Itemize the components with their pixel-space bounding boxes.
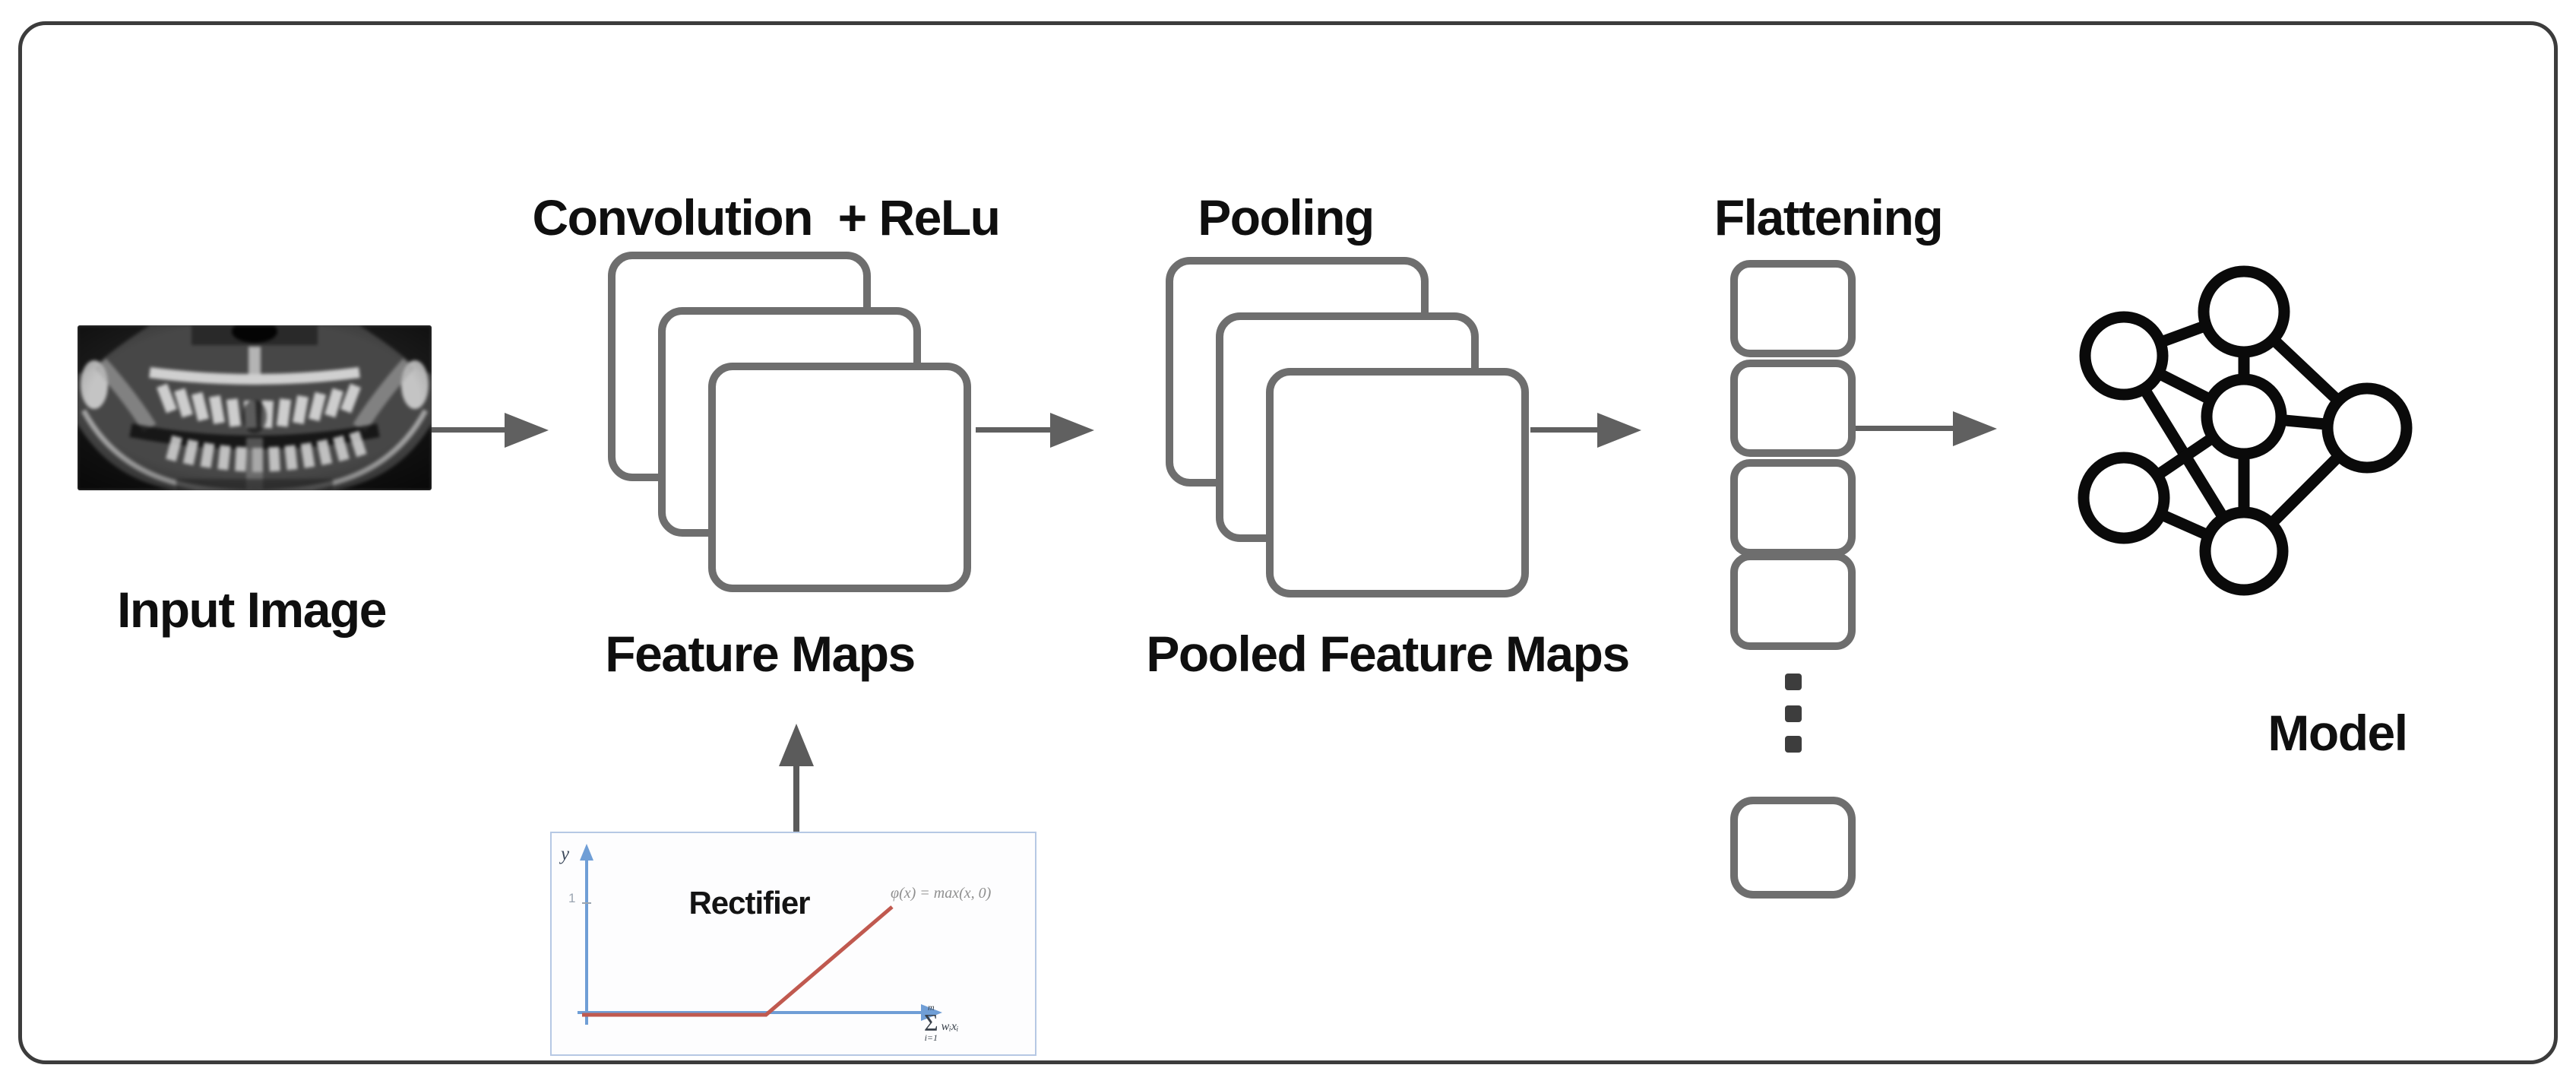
y-axis xyxy=(580,844,593,1025)
sum-terms: wᵢxᵢ xyxy=(941,1020,959,1034)
sum-upper-limit: m xyxy=(927,1002,935,1013)
neural-network-graph-icon xyxy=(2078,265,2413,596)
flatten-cell-3 xyxy=(1730,459,1856,556)
x-axis-sum-label: m Σ i=1 wᵢxᵢ xyxy=(924,1003,958,1041)
rectifier-title: Rectifier xyxy=(688,885,810,921)
pooled-feature-maps-label: Pooled Feature Maps xyxy=(1146,626,1630,682)
flatten-cell-4 xyxy=(1730,553,1856,650)
pooled-map-sheet-front xyxy=(1266,368,1529,597)
x-axis xyxy=(578,1004,942,1021)
rectifier-plot: y 1 Rectifier φ(x) = max(x, 0) m Σ i=1 w… xyxy=(550,832,1036,1056)
dental-xray-graphic xyxy=(78,325,432,490)
y-axis-tick-label: 1 xyxy=(568,891,576,905)
feature-maps-label: Feature Maps xyxy=(605,626,916,682)
arrow-shaft xyxy=(976,427,1050,433)
convolution-relu-title: Convolution + ReLu xyxy=(532,189,1001,246)
ellipsis-dot xyxy=(1785,674,1802,690)
network-nodes xyxy=(2078,265,2413,596)
flatten-cell-last xyxy=(1730,797,1856,899)
arrow-shaft xyxy=(432,427,506,433)
arrow-head xyxy=(1597,413,1641,448)
input-image-label: Input Image xyxy=(117,582,387,638)
feature-map-sheet-front xyxy=(708,363,971,592)
arrow-shaft xyxy=(1856,426,1953,431)
network-node xyxy=(2079,311,2169,401)
up-arrow-shaft xyxy=(793,766,799,833)
network-node xyxy=(2199,506,2289,596)
arrow-shaft xyxy=(1530,427,1597,433)
flattening-title: Flattening xyxy=(1714,189,1944,246)
network-node xyxy=(2321,382,2413,474)
sum-lower-limit: i=1 xyxy=(924,1032,938,1043)
relu-formula: φ(x) = max(x, 0) xyxy=(891,885,992,902)
relu-curve xyxy=(582,905,894,1017)
flatten-cell-2 xyxy=(1730,360,1856,457)
network-node xyxy=(2198,265,2290,358)
pooling-title: Pooling xyxy=(1198,189,1375,246)
sigma-symbol: Σ xyxy=(924,1008,938,1036)
ellipsis-dot xyxy=(1785,736,1802,753)
arrow-head xyxy=(1953,411,1997,446)
rectifier-axes-graphic xyxy=(578,844,942,1025)
arrow-head xyxy=(505,413,549,448)
arrow-head xyxy=(1050,413,1094,448)
up-arrow-head xyxy=(779,724,814,766)
network-node xyxy=(2078,452,2170,544)
ellipsis-dot xyxy=(1785,705,1802,722)
sigma-stack: m Σ i=1 xyxy=(924,1003,938,1041)
input-xray-image xyxy=(78,325,432,490)
network-node xyxy=(2201,373,2287,460)
model-label: Model xyxy=(2267,705,2408,761)
flatten-cell-1 xyxy=(1730,260,1856,357)
y-axis-label: y xyxy=(561,844,570,864)
